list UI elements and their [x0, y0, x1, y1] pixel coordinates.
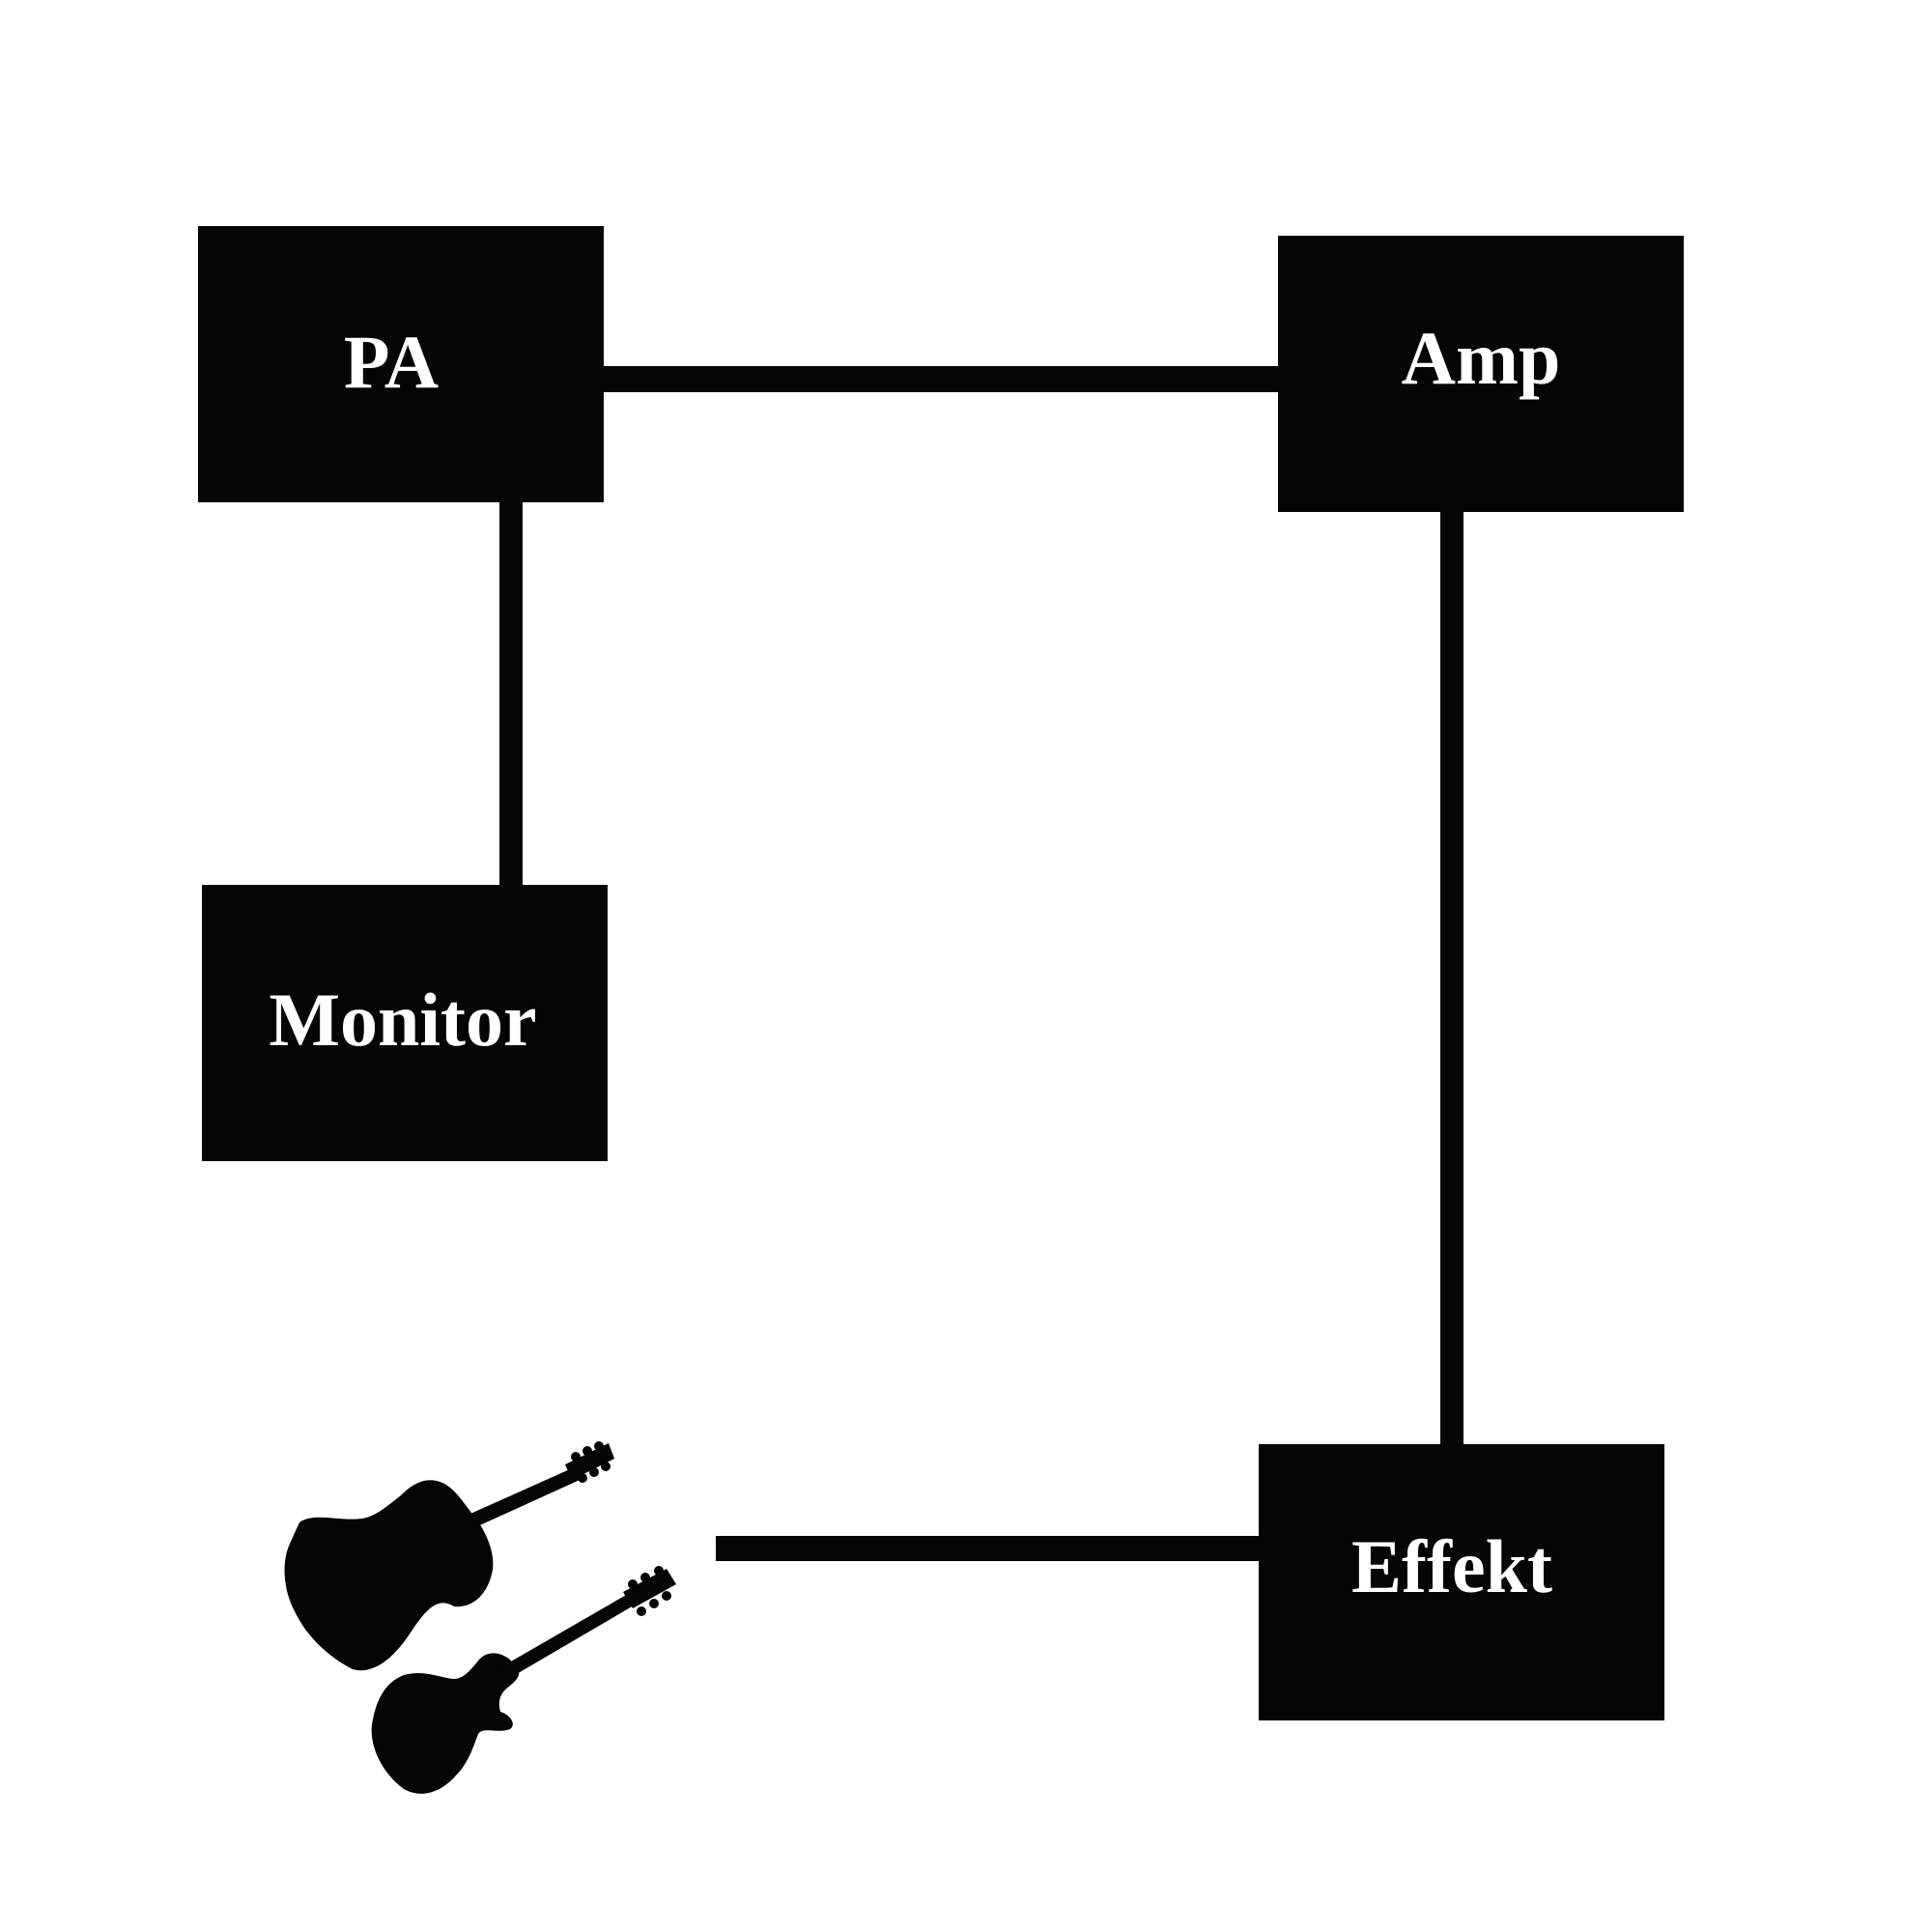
guitar-icon — [284, 1441, 614, 1671]
pa-label: PA — [343, 320, 440, 404]
pa-box: PA — [198, 226, 604, 502]
connector-pa-amp — [602, 366, 1278, 392]
amp-label: Amp — [1401, 316, 1561, 400]
connector-amp-effekt — [1440, 510, 1463, 1446]
effekt-box: Effekt — [1259, 1444, 1664, 1720]
guitar-icon — [371, 1566, 676, 1794]
connector-pa-monitor — [499, 500, 523, 887]
monitor-box: Monitor — [202, 885, 608, 1161]
monitor-label: Monitor — [269, 978, 537, 1062]
effekt-label: Effekt — [1351, 1524, 1552, 1608]
amp-box: Amp — [1278, 236, 1684, 512]
connector-guitars-effekt — [716, 1536, 1261, 1561]
